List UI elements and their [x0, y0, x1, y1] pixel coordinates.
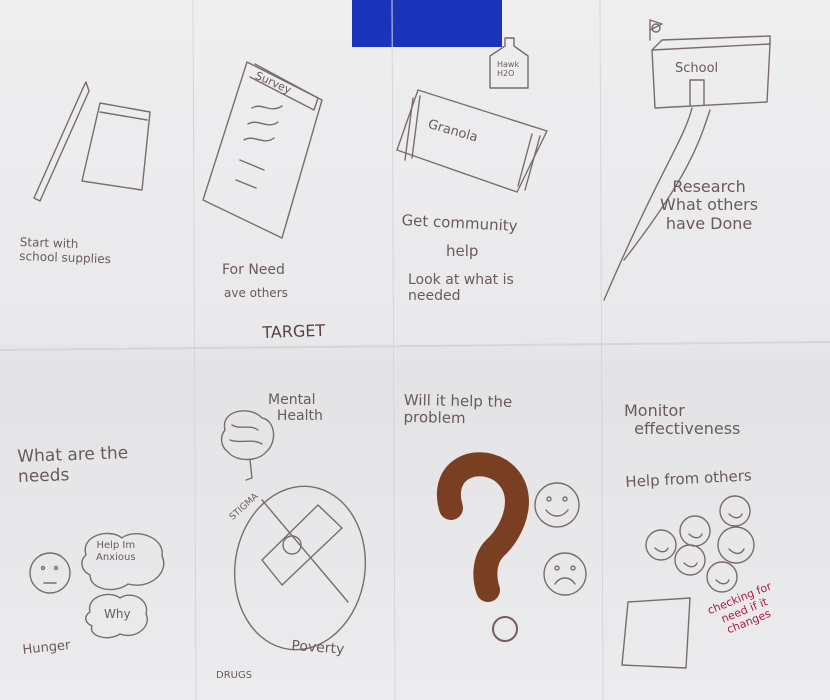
note-ave-others: ave others [224, 286, 288, 300]
note-target: TARGET [261, 320, 326, 342]
bubble-why: Why [104, 607, 131, 621]
note-will-it-help-the-problem: Will it help the problem [403, 391, 513, 428]
note-mental-health: Mental Health [268, 392, 323, 425]
question-mark [437, 452, 529, 642]
pencil-sketch [33, 81, 90, 202]
road-sketch [603, 107, 711, 301]
school-sketch [649, 19, 771, 109]
brain-sketch [220, 410, 275, 481]
anxious-face-sketch [29, 552, 71, 594]
note-drugs: DRUGS [216, 670, 253, 681]
note-what-are-the-needs: What are the needs [16, 443, 129, 487]
thought-bubble-why [85, 593, 148, 639]
sad-face [543, 552, 587, 596]
bubble-help-im-anxious: Help Im Anxious [96, 540, 136, 563]
blue-tape [352, 0, 502, 47]
note-look-at-what-is-needed: Look at what is needed [408, 272, 514, 305]
thought-bubble-help [81, 532, 165, 591]
school-label: School [675, 61, 719, 76]
note-start-with-school-supplies: Start with school supplies [19, 235, 112, 266]
note-for-need: For Need [222, 262, 285, 278]
paper-sketch [81, 102, 151, 191]
note-research-what-others-have-done: Research What others have Done [660, 177, 759, 233]
water-bottle-label: Hawk H2O [497, 60, 520, 79]
water-bottle-sketch [489, 37, 529, 89]
no-stigma-sign [233, 485, 367, 651]
survey-sketch [202, 61, 323, 239]
granola-bar-sketch [396, 89, 548, 193]
note-monitor-effectiveness: Monitor effectiveness [624, 401, 741, 439]
group-faces [645, 495, 755, 593]
note-help: help [446, 242, 479, 260]
checklist-square [621, 597, 691, 669]
happy-face [534, 482, 580, 528]
